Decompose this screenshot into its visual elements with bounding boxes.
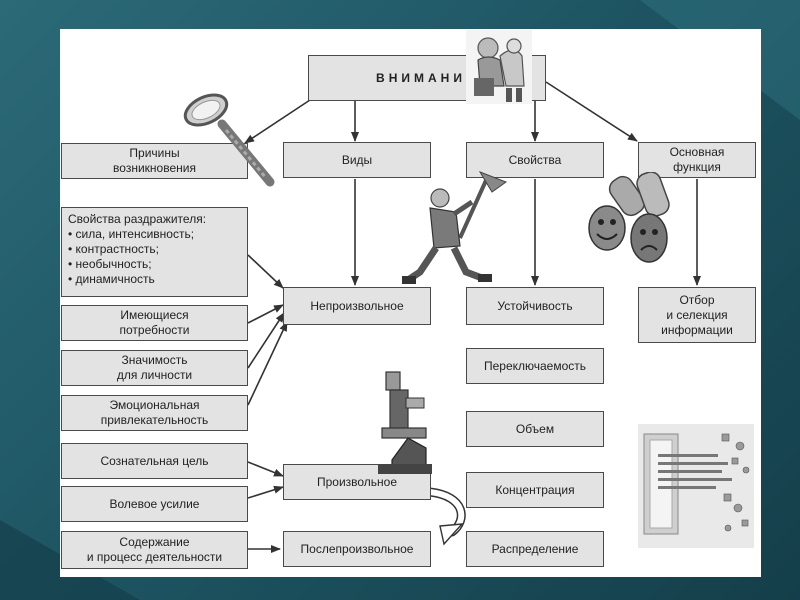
stimulus-item: • сила, интенсивность; <box>68 227 195 241</box>
arrow-title-causes <box>244 99 311 144</box>
volume-box: Объем <box>466 411 604 447</box>
transition-arrow-head <box>439 523 464 546</box>
stimulus-item: • динамичность <box>68 272 155 286</box>
stimulus-heading: Свойства раздражителя: <box>68 212 207 226</box>
volitional-effort-box: Волевое усилие <box>61 486 248 522</box>
causes-heading: Причины возникновения <box>61 143 248 179</box>
types-heading: Виды <box>283 142 431 178</box>
properties-heading: Свойства <box>466 142 604 178</box>
arrow-goal-voluntary <box>247 461 284 477</box>
concentration-box: Концентрация <box>466 472 604 508</box>
stimulus-item: • необычность; <box>68 257 152 271</box>
selection-box: Отбор и селекция информации <box>638 287 756 343</box>
conscious-goal-box: Сознательная цель <box>61 443 248 479</box>
arrow-effort-voluntary <box>247 485 284 499</box>
running-man-icon <box>402 171 508 284</box>
theatre-masks-icon <box>588 172 670 263</box>
arrow-emotional-involuntary <box>247 321 288 406</box>
switchability-box: Переключаемость <box>466 348 604 384</box>
arrow-title-function <box>545 81 638 142</box>
distribution-box: Распределение <box>466 531 604 567</box>
stimulus-item: • контрастность; <box>68 242 159 256</box>
content-process-box: Содержание и процесс деятельности <box>61 531 248 569</box>
thinker-figure-icon <box>466 30 532 104</box>
arrow-stimulus-involuntary <box>247 254 284 289</box>
post-voluntary-box: Послепроизвольное <box>283 531 431 567</box>
significance-box: Значимость для личности <box>61 350 248 386</box>
emotional-box: Эмоциональная привлекательность <box>61 395 248 431</box>
arrow-needs-involuntary <box>247 304 284 324</box>
magnifier-icon <box>183 93 275 187</box>
stability-box: Устойчивость <box>466 287 604 325</box>
involuntary-box: Непроизвольное <box>283 287 431 325</box>
needs-box: Имеющиеся потребности <box>61 305 248 341</box>
function-heading: Основная функция <box>638 142 756 178</box>
information-flow-icon <box>638 424 754 548</box>
microscope-icon <box>378 371 432 474</box>
arrow-significance-involuntary <box>247 312 285 369</box>
stimulus-properties-box: Свойства раздражителя: • сила, интенсивн… <box>61 207 248 297</box>
